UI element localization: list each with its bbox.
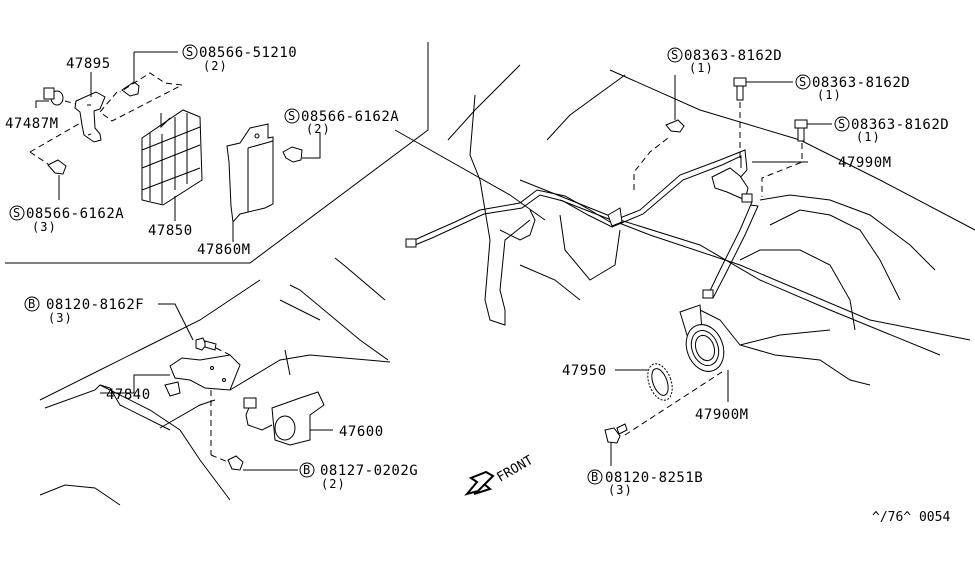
standard-part-symbol: S (288, 109, 295, 123)
quantity: (3) (48, 311, 73, 325)
quantity: (1) (817, 88, 842, 102)
control-unit-47850 (141, 109, 203, 221)
callout-08363-8162D-b[interactable]: S 08363-8162D (1) (795, 74, 910, 102)
label-47950[interactable]: 47950 (562, 363, 607, 379)
quantity: (1) (689, 61, 714, 75)
quantity: (2) (203, 59, 228, 73)
standard-part-symbol: S (671, 48, 678, 62)
bracket-47840 (100, 354, 241, 463)
reference-code: ^/76^ 0054 (872, 510, 950, 525)
label-47850[interactable]: 47850 (148, 223, 193, 239)
tone-ring-47950 (615, 363, 673, 401)
callout-08120-8251B[interactable]: B 08120-8251B (3) (587, 469, 703, 497)
part-number: 08120-8162F (46, 297, 144, 313)
bolt-08363-8162D-c (761, 119, 832, 197)
floor-outline (39, 257, 391, 506)
label-47990M[interactable]: 47990M (838, 155, 892, 171)
harness-47990M (405, 137, 808, 299)
part-number: 08566-6162A (26, 206, 124, 222)
label-47487M[interactable]: 47487M (5, 116, 59, 132)
part-number: 08127-0202G (320, 463, 418, 479)
callout-08120-8162F[interactable]: B 08120-8162F (3) (24, 296, 144, 325)
screw-08566-6162A-3 (29, 121, 83, 200)
quantity: (2) (321, 477, 346, 491)
front-label: FRONT (495, 453, 537, 486)
cover-plate-47860M (226, 123, 274, 242)
standard-part-symbol: S (838, 117, 845, 131)
callout-08363-8162D-a[interactable]: S 08363-8162D (1) (667, 47, 782, 75)
callout-08127-0202G[interactable]: B 08127-0202G (2) (299, 462, 418, 491)
quantity: (3) (32, 220, 57, 234)
bolt-08363-8162D-a (665, 75, 685, 133)
front-indicator: FRONT (464, 453, 537, 496)
label-47895[interactable]: 47895 (66, 56, 111, 72)
arrow-left-down-icon (464, 470, 495, 496)
label-47860M[interactable]: 47860M (197, 242, 251, 258)
part-number: 08363-8162D (684, 48, 782, 64)
part-number: 08363-8162D (851, 117, 949, 133)
callout-08566-6162A-3[interactable]: S 08566-6162A (3) (9, 205, 124, 234)
quantity: (1) (856, 130, 881, 144)
bolt-part-symbol: B (591, 470, 598, 484)
callout-08566-6162A-2[interactable]: S 08566-6162A (2) (284, 108, 399, 136)
label-47840[interactable]: 47840 (106, 387, 151, 403)
screw-08566-6162A-2 (282, 133, 321, 163)
bolt-08363-8162D-b (733, 77, 793, 162)
part-number: 08120-8251B (605, 470, 703, 486)
screw-08566-51210 (99, 51, 184, 122)
sensor-housing-47900M (624, 304, 729, 436)
callout-08363-8162D-c[interactable]: S 08363-8162D (1) (834, 116, 949, 144)
standard-part-symbol: S (13, 206, 20, 220)
grommet-47487M (35, 87, 77, 108)
part-number: 08566-6162A (301, 109, 399, 125)
callout-08566-51210[interactable]: S 08566-51210 (2) (182, 44, 297, 73)
standard-part-symbol: S (799, 75, 806, 89)
bracket-47895 (74, 72, 106, 143)
bolt-part-symbol: B (303, 463, 310, 477)
chassis-outline (394, 64, 975, 386)
label-47900M[interactable]: 47900M (695, 407, 749, 423)
part-number: 08363-8162D (812, 75, 910, 91)
bolt-08127-0202G (227, 455, 298, 471)
bolt-part-symbol: B (28, 297, 35, 311)
bolt-08120-8162F (158, 303, 231, 356)
standard-part-symbol: S (186, 45, 193, 59)
quantity: (2) (306, 122, 331, 136)
bolt-08120-8251B (604, 423, 628, 466)
actuator-47600 (243, 391, 333, 446)
label-47600[interactable]: 47600 (339, 424, 384, 440)
inset-frame (5, 42, 429, 264)
quantity: (3) (608, 483, 633, 497)
part-number: 08566-51210 (199, 45, 297, 61)
